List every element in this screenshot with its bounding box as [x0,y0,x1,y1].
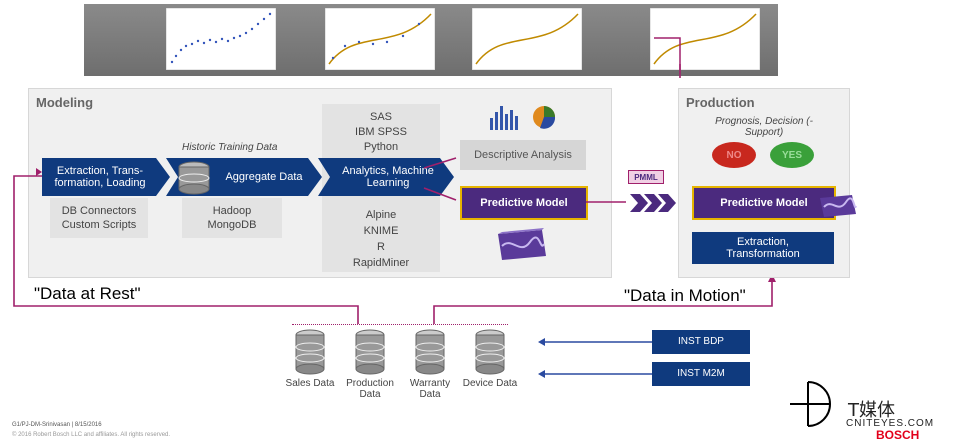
analytics-step: Analytics, Machine Learning [318,158,454,196]
watermark-logo [790,381,831,427]
predictive-model-box: Predictive Model [460,186,588,220]
inst-m2m-box: INST M2M [652,362,750,386]
inst-arrows [538,338,652,378]
watermark-cn: T媒体 [848,400,895,421]
db-production-label: Production Data [346,378,394,400]
tool-python: Python [363,141,399,153]
pmml-chevrons [630,194,676,212]
footer-copyright: © 2016 Robert Bosch LLC and affiliates. … [12,432,171,438]
footer-id: G1/PJ-DM-Srinivasan | 8/15/2016 [12,422,102,428]
prognosis-label: Prognosis, Decision (-Support) [715,116,813,138]
predictive-model-label: Predictive Model [480,197,568,209]
tool-knime: KNIME [363,225,399,237]
production-extraction-label: Extraction, Transformation [726,236,800,260]
tool-r: R [377,241,385,253]
tool-hadoop: Hadoop [212,205,252,217]
tool-alpine: Alpine [365,209,397,221]
production-extraction-box: Extraction, Transformation [692,232,834,264]
aggregate-step-label: Aggregate Data [225,171,303,183]
yes-button: YES [770,142,814,168]
pmml-label: PMML [634,172,658,182]
production-predictive-model-box: Predictive Model [692,186,836,220]
watermark-text: CNITEYES.COM [846,418,935,429]
inst-bdp-label: INST BDP [678,336,724,347]
production-predictive-model-label: Predictive Model [720,197,808,209]
database-icon [178,161,210,195]
db-device-label: Device Data [462,378,518,389]
db-sales-label: Sales Data [285,378,335,389]
bar-chart-icon [490,106,518,130]
extraction-step: Extraction, Trans-formation, Loading [42,158,170,196]
extraction-tools: DB Connectors Custom Scripts [50,198,148,238]
tool-rapidminer: RapidMiner [352,257,410,269]
production-title: Production [686,95,755,110]
database-cylinders [295,329,505,375]
production-model-cube-icon [820,195,857,217]
pmml-badge: PMML [628,170,664,184]
data-at-rest-label: "Data at Rest" [34,284,141,303]
tool-db-connectors: DB Connectors [61,205,137,217]
no-label: NO [726,149,742,161]
inst-m2m-label: INST M2M [677,368,725,379]
analytics-step-label: Analytics, Machine Learning [342,165,434,189]
inst-bdp-box: INST BDP [652,330,750,354]
tool-sas: SAS [369,111,392,123]
extraction-step-label: Extraction, Trans-formation, Loading [54,165,146,189]
yes-label: YES [781,149,802,161]
modeling-title: Modeling [36,95,94,110]
database-divider [292,324,508,325]
model-cube-icon [498,228,546,260]
tool-custom-scripts: Custom Scripts [61,219,137,231]
fit-thumbnail [325,8,435,70]
no-button: NO [712,142,756,168]
tool-ibm-spss: IBM SPSS [355,126,407,138]
tool-mongodb: MongoDB [207,219,257,231]
curve-thumbnail [472,8,582,70]
pie-chart-icon [533,106,556,129]
db-warranty-label: Warranty Data [409,378,451,400]
historic-label: Historic Training Data [182,142,278,153]
descriptive-analysis-box: Descriptive Analysis [460,140,586,170]
descriptive-analysis-label: Descriptive Analysis [474,149,572,161]
bosch-brand: BOSCH [876,428,920,442]
scatter-thumbnail [166,8,276,70]
prediction-thumbnail [650,8,760,70]
aggregate-tools: Hadoop MongoDB [182,198,282,238]
data-in-motion-label: "Data in Motion" [624,286,746,305]
